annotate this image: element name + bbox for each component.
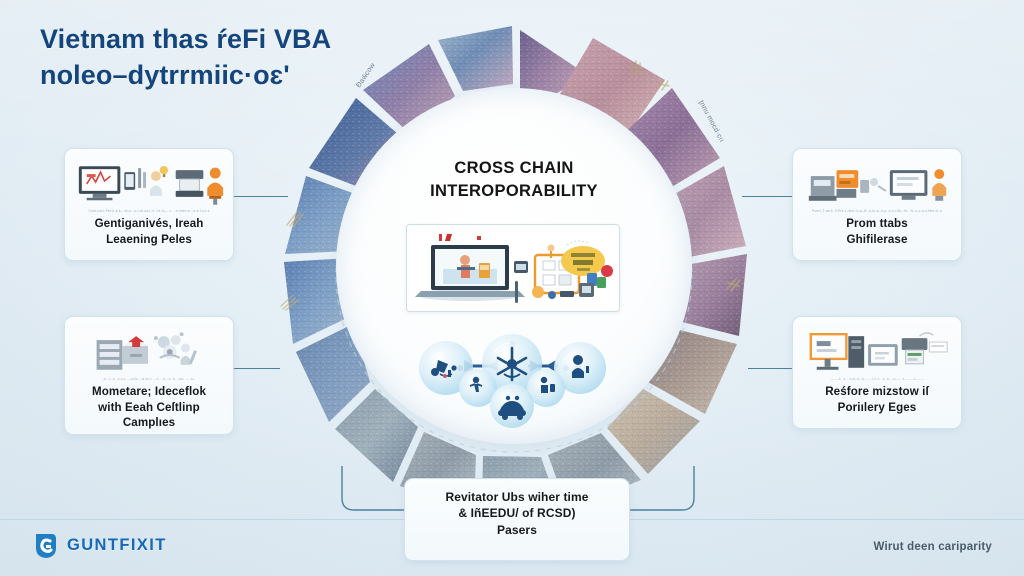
brand-logo[interactable]: GUNTFIXIT [34,532,167,559]
card-right-top-line1: Prom ttabs [846,217,908,230]
card-left-bottom-text: Mometare; Ideceflok with Eeah Ceſtlinp C… [84,384,214,431]
card-right-top-faint-caption: Pom-l-T-ae-b, ſl-Pre-L-dee--b-a--ff--n-t… [811,209,943,213]
center-heading-line1: CROSS CHAIN [454,159,574,177]
brand-wordmark: GUNTFIXIT [67,536,167,554]
card-left-top[interactable]: Cont-Lin-t-Pre-il-a-e---th-n- -o-i-re-us… [64,148,234,261]
card-left-bottom-faint-caption: -n- -l--n --t-n-t- ---n-tu- --a-in-r- --… [102,377,196,381]
card-left-bottom-line3: Camplıes [122,416,176,430]
cycle-ring: --r-i-- -n--n--- --n--t---t- --n--t--t- [268,18,760,530]
laptop-workflow-illustration [406,224,620,312]
card-left-bottom-illustration [96,332,197,370]
card-left-top-line1: Gentiganivés, Ireah [94,217,204,230]
squiggle-mark-icon [631,60,641,78]
card-bottom-line1: Revitator Ubs wiher time [445,490,589,504]
card-right-bottom-faint-caption: --- ---t- -t- --n-e--n--u- -- --t-t--t- … [830,377,924,381]
card-left-top-faint-caption: Cont-Lin-t-Pre-il-a-e---th-n- -o-i-re-us… [88,209,210,213]
connector-right-bottom [748,368,794,370]
card-right-top-illustration [808,169,947,201]
card-right-bottom-line2: Poriılery Eges [837,400,917,414]
card-right-top-line2: Ghifilerase [846,232,908,246]
card-left-bottom-line1: Mometare; Ideceflok [91,385,206,398]
card-left-top-illustration [78,165,224,205]
card-right-top-text: Prom ttabs Ghifilerase [838,216,916,247]
bubble-network-svg [419,334,606,428]
page-title: Vietnam thas ŕeFi VBA noleo–dytrrmiic·oɛ… [40,22,510,94]
ring-svg: --r-i-- -n--n--- --n--t---t- --n--t--t- [284,26,747,512]
squiggle-mark-icon [657,79,670,91]
card-right-bottom-illustration [809,332,948,370]
card-right-bottom-line1: Reśfore mizstow iſ [825,385,929,398]
card-bottom[interactable]: Revitator Ubs wiher time & IñEEDU/ of RC… [404,478,630,561]
card-bottom-line3: Pasers [497,522,537,537]
connector-left-bottom [234,368,280,370]
connector-left-top [234,196,288,198]
page-title-line2: noleo–dytrrmiic·oɛ' [40,59,290,90]
card-left-bottom-line2: with Eeah Ceſtlinp [98,400,200,414]
card-right-bottom[interactable]: --- ---t- -t- --n-e--n--u- -- --t-t--t- … [792,316,962,429]
card-left-bottom[interactable]: -n- -l--n --t-n-t- ---n-tu- --a-in-r- --… [64,316,234,435]
laptop-workflow-svg [407,225,619,311]
bubble-network-illustration [404,326,620,430]
connector-right-top [742,196,794,198]
center-heading: CROSS CHAIN INTEROPORABILITY [380,157,648,203]
ring-segments [284,26,747,512]
card-left-top-text: Gentiganivés, Ireah Leaening Peles [87,216,212,247]
center-heading-line2: INTEROPORABILITY [430,181,598,200]
card-bottom-text: Revitator Ubs wiher time & IñEEDU/ of RC… [437,489,596,538]
squiggle-mark-icon [280,295,299,311]
squiggle-mark-icon [726,278,741,292]
shield-c-icon [36,534,56,558]
page-title-line1: Vietnam thas ŕeFi VBA [40,24,332,54]
card-left-top-line2: Leaening Peles [106,232,192,246]
card-right-top[interactable]: Pom-l-T-ae-b, ſl-Pre-L-dee--b-a--ff--n-t… [792,148,962,261]
card-bottom-line2: & IñEEDU/ of RCSD) [458,506,576,521]
footer-note: Wirut deen cariparity [873,541,992,553]
card-right-bottom-text: Reśfore mizstow iſ Poriılery Eges [817,384,937,415]
squiggle-mark-icon [286,211,304,228]
